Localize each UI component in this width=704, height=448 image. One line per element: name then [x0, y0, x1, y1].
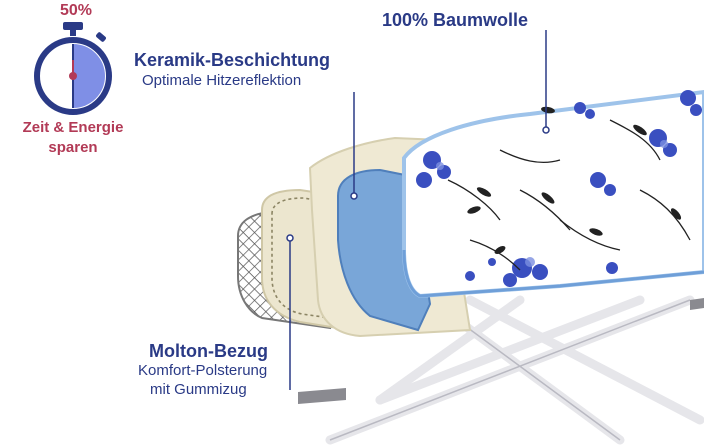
stopwatch-icon	[34, 22, 112, 115]
savings-caption-line1: Zeit & Energie	[22, 119, 124, 136]
molton-line2: mit Gummizug	[150, 381, 247, 398]
cotton-cover	[402, 89, 704, 299]
ceramic-subtitle: Optimale Hitzereflektion	[142, 72, 302, 89]
cotton-title: 100% Baumwolle	[382, 10, 529, 30]
molton-title: Molton-Bezug	[149, 341, 268, 361]
ceramic-title: Keramik-Beschichtung	[134, 50, 331, 70]
floral-pattern	[416, 90, 702, 287]
savings-caption: Zeit & Energie sparen	[10, 118, 136, 158]
timer-percent: 50%	[60, 2, 93, 19]
savings-caption-line2: sparen	[48, 139, 98, 156]
foot-right	[690, 298, 704, 310]
foot-left	[298, 388, 346, 404]
molton-line1: Komfort-Polsterung	[138, 362, 268, 379]
